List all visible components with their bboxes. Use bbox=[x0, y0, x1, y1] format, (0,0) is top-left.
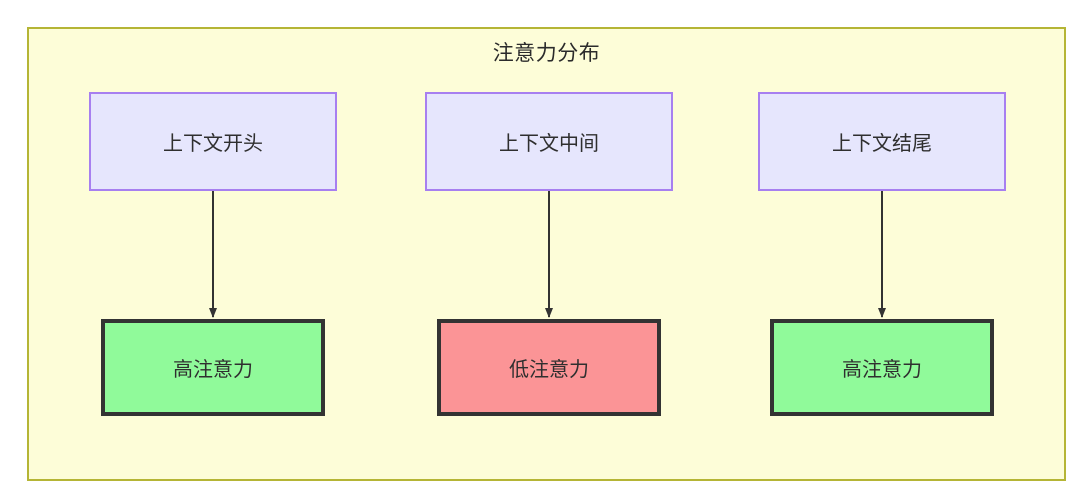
node-context-start-label: 上下文开头 bbox=[163, 131, 263, 155]
node-low-attention-middle[interactable]: 低注意力 bbox=[437, 319, 661, 416]
node-context-middle-label: 上下文中间 bbox=[499, 131, 599, 155]
node-high-attention-start-label: 高注意力 bbox=[173, 357, 253, 381]
subgraph-title: 注意力分布 bbox=[492, 41, 601, 65]
node-high-attention-end-label: 高注意力 bbox=[842, 357, 922, 381]
node-high-attention-start[interactable]: 高注意力 bbox=[101, 319, 325, 416]
node-context-end-label: 上下文结尾 bbox=[832, 131, 932, 155]
node-context-start[interactable]: 上下文开头 bbox=[89, 92, 337, 191]
node-high-attention-end[interactable]: 高注意力 bbox=[770, 319, 994, 416]
node-context-end[interactable]: 上下文结尾 bbox=[758, 92, 1006, 191]
node-low-attention-middle-label: 低注意力 bbox=[509, 357, 589, 381]
node-context-middle[interactable]: 上下文中间 bbox=[425, 92, 673, 191]
